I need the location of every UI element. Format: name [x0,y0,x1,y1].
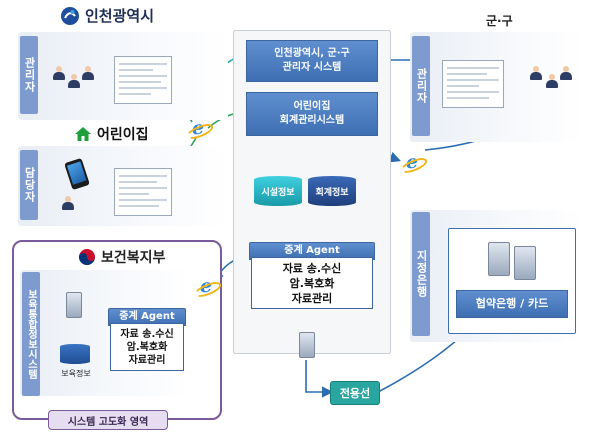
person-icon [530,66,542,80]
ie-browser-icon: e [196,275,216,297]
server-icon [488,242,510,276]
mohw-logo: 보건복지부 [78,247,165,267]
gungu-label: 군·구 [486,14,513,28]
staff-screen-thumb [114,168,172,216]
db-facility: 시설정보 [254,176,302,206]
center-agent-line: 암.복호화 [289,276,335,290]
arrow-server-line [305,360,334,398]
person-icon [82,66,94,80]
server-icon [66,292,82,318]
person-icon [560,66,572,80]
welfare-footer-label: 시스템 고도화 영역 [67,416,149,428]
daycare-label: 어린이집 [97,127,149,143]
center-agent-title: 중계 Agent [284,245,340,256]
admin-system-line: 관리자 시스템 [282,62,342,73]
welfare-agent-line: 자료관리 [128,354,166,366]
welfare-footer-badge: 시스템 고도화 영역 [48,410,168,430]
accounting-system-line: 어린이집 [293,101,331,112]
staff-tab: 담당자 [20,150,38,220]
bank-label-box: 협약은행 / 카드 [456,290,568,318]
welfare-tab: 보육통합정보시스템 [22,272,40,396]
db-facility-label: 시설정보 [261,187,295,198]
welfare-agent-line: 자료 송.수신 [120,328,174,340]
welfare-db-label: 보육정보 [61,369,91,378]
welfare-agent-title: 중계 Agent [119,311,175,322]
incheon-label: 인천광역시 [85,7,155,25]
incheon-logo-icon [61,6,79,25]
admin-system-line: 인천광역시, 군·구 [274,48,350,59]
right-admin-tab: 관리자 [412,36,430,136]
bank-box [448,228,576,334]
accounting-system-box[interactable]: 어린이집 회계관리시스템 [246,92,378,136]
bank-label: 협약은행 / 카드 [475,297,549,310]
welfare-agent-line: 암.복호화 [126,341,168,353]
right-admin-screen-thumb [442,60,504,108]
person-icon [53,66,65,80]
server-icon [299,332,315,358]
person-icon [62,196,74,210]
dedicated-line-label: 전용선 [339,387,371,400]
center-agent-box: 자료 송.수신 암.복호화 자료관리 [251,257,373,309]
ie-browser-icon: e [188,117,208,139]
mohw-label: 보건복지부 [101,250,166,266]
person-icon [546,74,558,88]
center-agent-line: 자료 송.수신 [282,261,342,275]
db-accounting-label: 회계정보 [315,187,349,198]
welfare-db-icon [60,344,90,364]
house-icon [75,127,91,141]
bank-tab: 지정은행 [412,212,430,336]
left-admin-tab: 관리자 [20,36,38,114]
server-icon [514,246,536,280]
admin-system-box[interactable]: 인천광역시, 군·구 관리자 시스템 [246,40,378,82]
accounting-system-line: 회계관리시스템 [279,115,345,126]
dedicated-line-box: 전용선 [330,381,380,405]
mohw-emblem-icon [79,249,95,265]
welfare-agent-box: 자료 송.수신 암.복호화 자료관리 [110,323,184,371]
person-icon [68,74,80,88]
daycare-logo: 어린이집 [74,124,149,144]
db-accounting: 회계정보 [308,176,356,206]
center-agent-line: 자료관리 [291,291,333,305]
admin-screen-thumb [114,56,172,104]
incheon-logo: 인천광역시 [60,5,154,26]
ie-browser-icon: e [402,151,422,173]
